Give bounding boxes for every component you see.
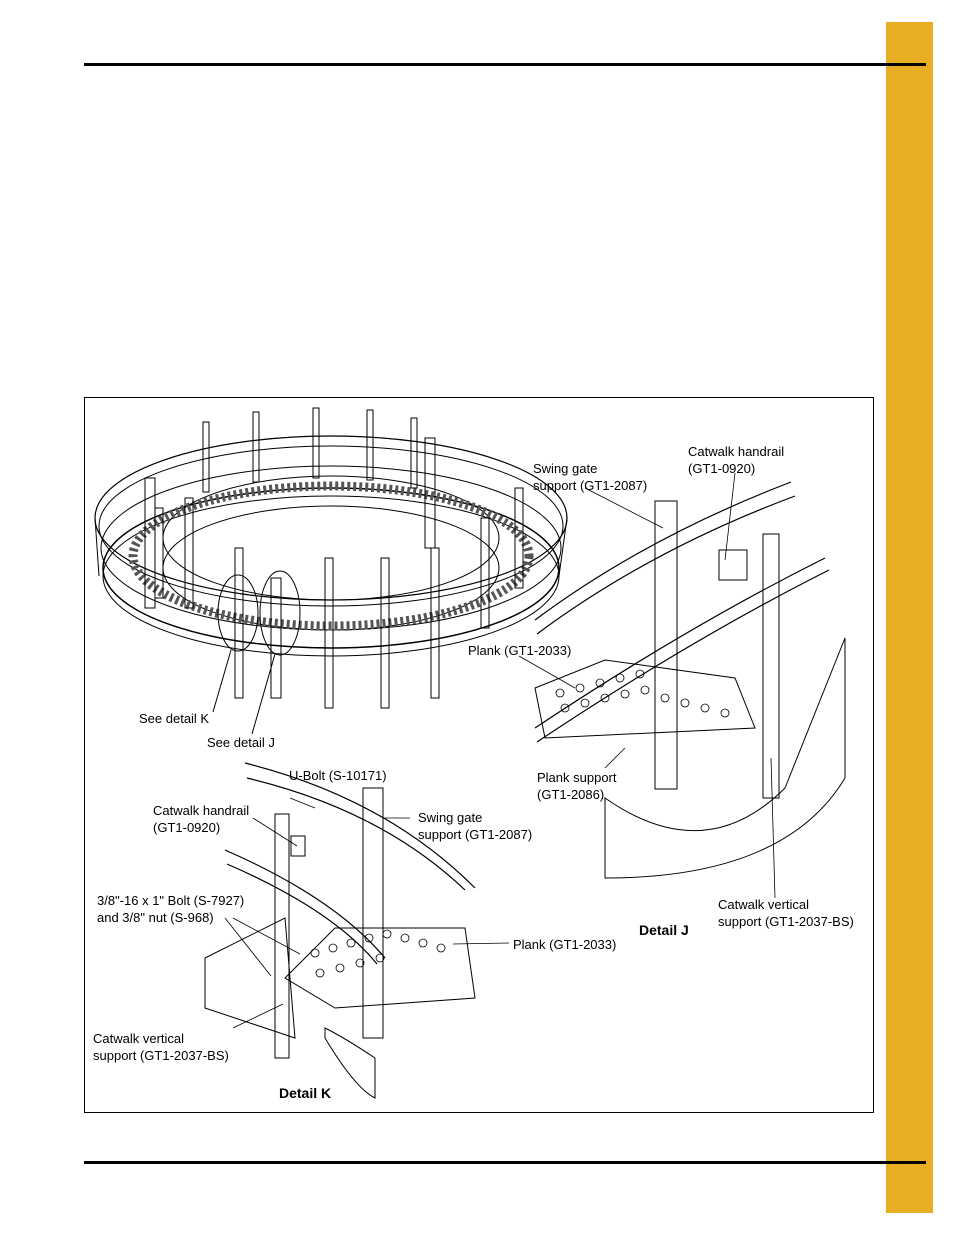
detail-k-catwalk-handrail-label: Catwalk handrail (GT1-0920) — [153, 802, 249, 836]
label-line: 3/8"-16 x 1" Bolt (S-7927) — [97, 893, 245, 908]
label-line: Swing gate — [418, 810, 483, 825]
detail-k-plank-label: Plank (GT1-2033) — [513, 937, 617, 952]
leader-lines — [224, 472, 776, 1029]
label-line: Swing gate — [533, 461, 598, 476]
detail-k-drawing — [204, 762, 476, 1099]
detail-j-plank-support-label: Plank support (GT1-2086) — [537, 769, 617, 803]
overview-detail-circles — [212, 570, 301, 735]
label-line: support (GT1-2037-BS) — [718, 914, 854, 929]
label-line: Plank support — [537, 770, 617, 785]
detail-k-u-bolt-label: U-Bolt (S-10171) — [289, 768, 387, 783]
detail-k-title: Detail K — [279, 1085, 332, 1101]
detail-j-catwalk-vertical-support-label: Catwalk vertical support (GT1-2037-BS) — [718, 896, 854, 930]
label-line: Catwalk handrail — [688, 444, 785, 459]
label-line: (GT1-2086) — [537, 787, 605, 802]
detail-k-swing-gate-support-label: Swing gate support (GT1-2087) — [418, 809, 532, 843]
assembly-figure: See detail K See detail J Swing gate sup… — [84, 397, 874, 1113]
overview-vertical-supports — [144, 407, 524, 709]
see-detail-k-label: See detail K — [139, 711, 210, 726]
label-line: support (GT1-2037-BS) — [93, 1048, 229, 1063]
label-line: and 3/8" nut (S-968) — [97, 910, 214, 925]
detail-k-bolt-nut-label: 3/8"-16 x 1" Bolt (S-7927) and 3/8" nut … — [97, 892, 244, 926]
detail-j-plank-label: Plank (GT1-2033) — [468, 643, 572, 658]
detail-j-drawing — [534, 481, 846, 879]
see-detail-j-label: See detail J — [207, 735, 275, 750]
label-line: (GT1-0920) — [688, 461, 756, 476]
overview-catwalk-ring — [94, 435, 568, 657]
chapter-tab — [886, 22, 933, 1213]
label-line: (GT1-0920) — [153, 820, 221, 835]
header-rule — [84, 63, 926, 66]
detail-j-title: Detail J — [639, 922, 689, 938]
label-line: support (GT1-2087) — [418, 827, 533, 842]
label-line: support (GT1-2087) — [533, 478, 648, 493]
label-line: Catwalk vertical — [718, 897, 810, 912]
detail-j-catwalk-handrail-label: Catwalk handrail (GT1-0920) — [688, 443, 784, 477]
catwalk-assembly-drawing — [94, 407, 846, 1099]
label-line: Catwalk handrail — [153, 803, 250, 818]
detail-j-swing-gate-support-label: Swing gate support (GT1-2087) — [533, 460, 647, 494]
detail-k-catwalk-vertical-support-label: Catwalk vertical support (GT1-2037-BS) — [93, 1030, 229, 1064]
label-line: Catwalk vertical — [93, 1031, 185, 1046]
footer-rule — [84, 1161, 926, 1164]
